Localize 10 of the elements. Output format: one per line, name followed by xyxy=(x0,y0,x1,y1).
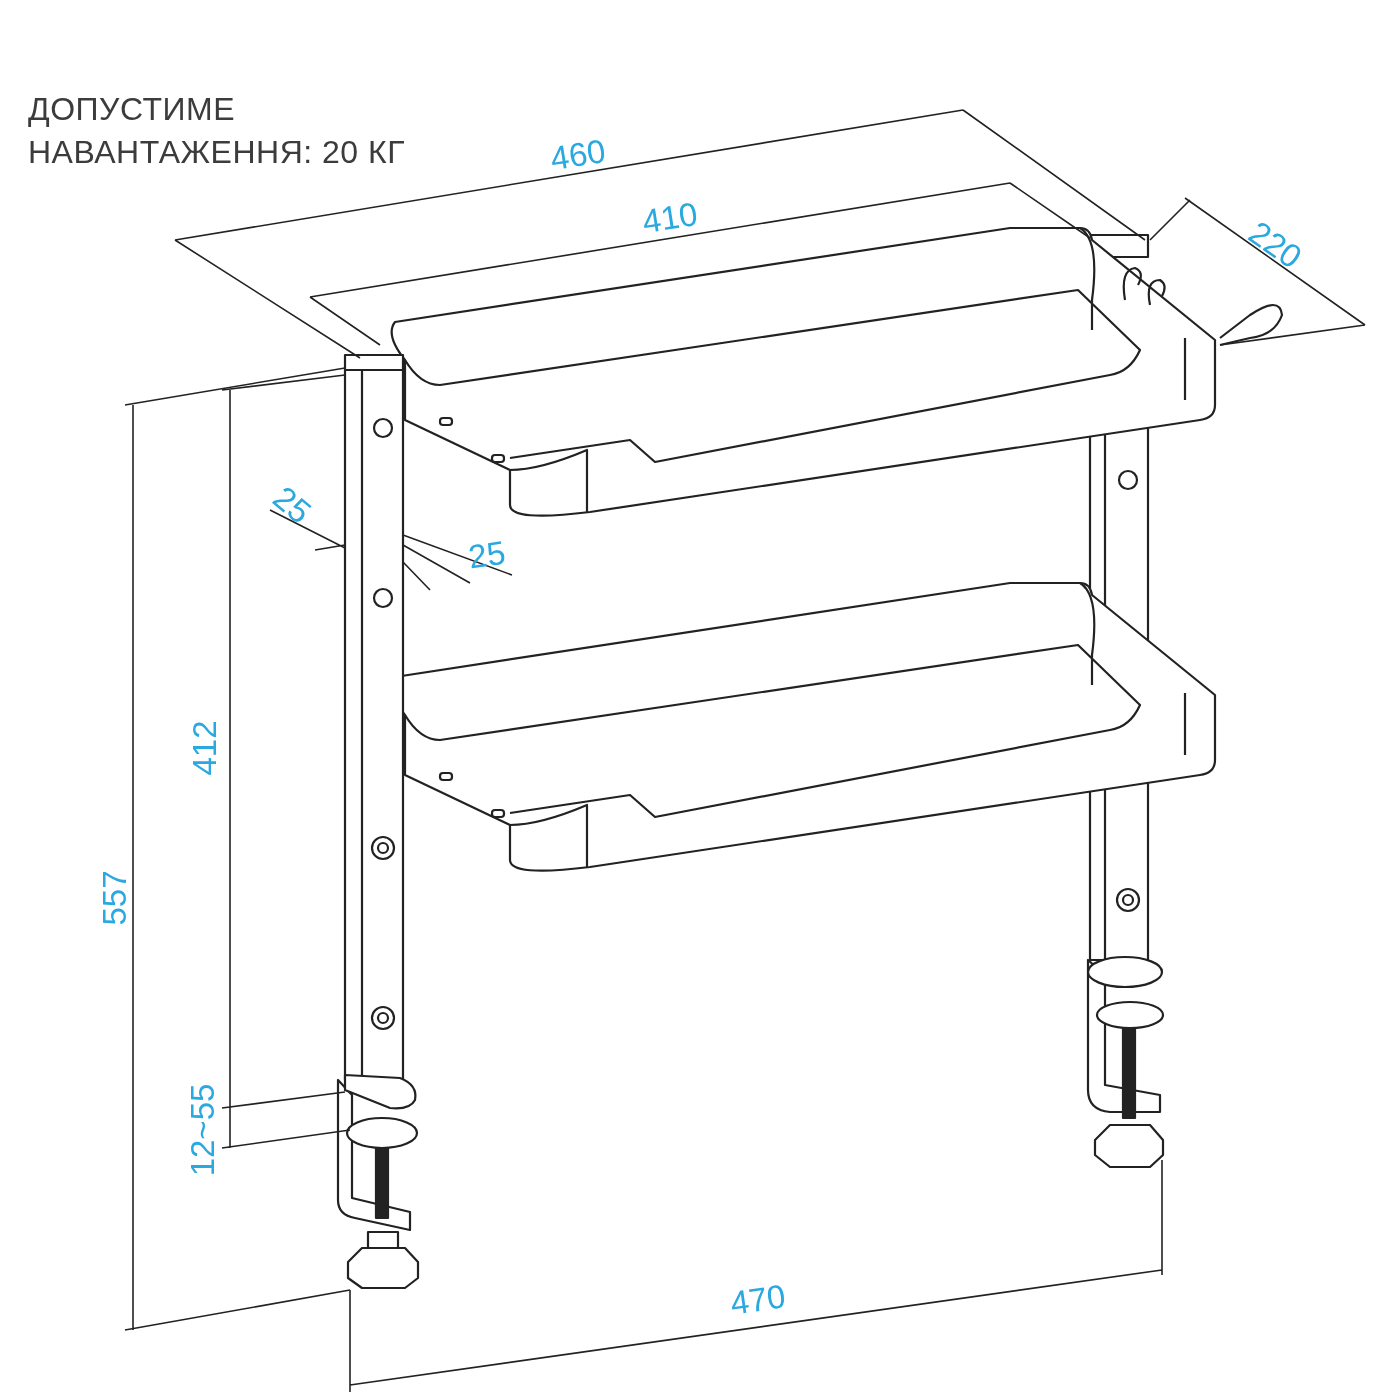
dimension-label: 557 xyxy=(96,870,134,926)
dimension-label: 25 xyxy=(466,533,508,577)
load-note: ДОПУСТИМЕ НАВАНТАЖЕННЯ: 20 КГ xyxy=(28,90,406,173)
dimension-label: 412 xyxy=(186,720,224,776)
dimension-label: 410 xyxy=(639,194,701,242)
dimension-label: 460 xyxy=(547,131,609,179)
dimension-label: 12~55 xyxy=(184,1083,222,1177)
dimension-label: 470 xyxy=(728,1277,788,1323)
dimension-label: 220 xyxy=(1241,213,1309,277)
dimension-label: 25 xyxy=(265,478,319,532)
